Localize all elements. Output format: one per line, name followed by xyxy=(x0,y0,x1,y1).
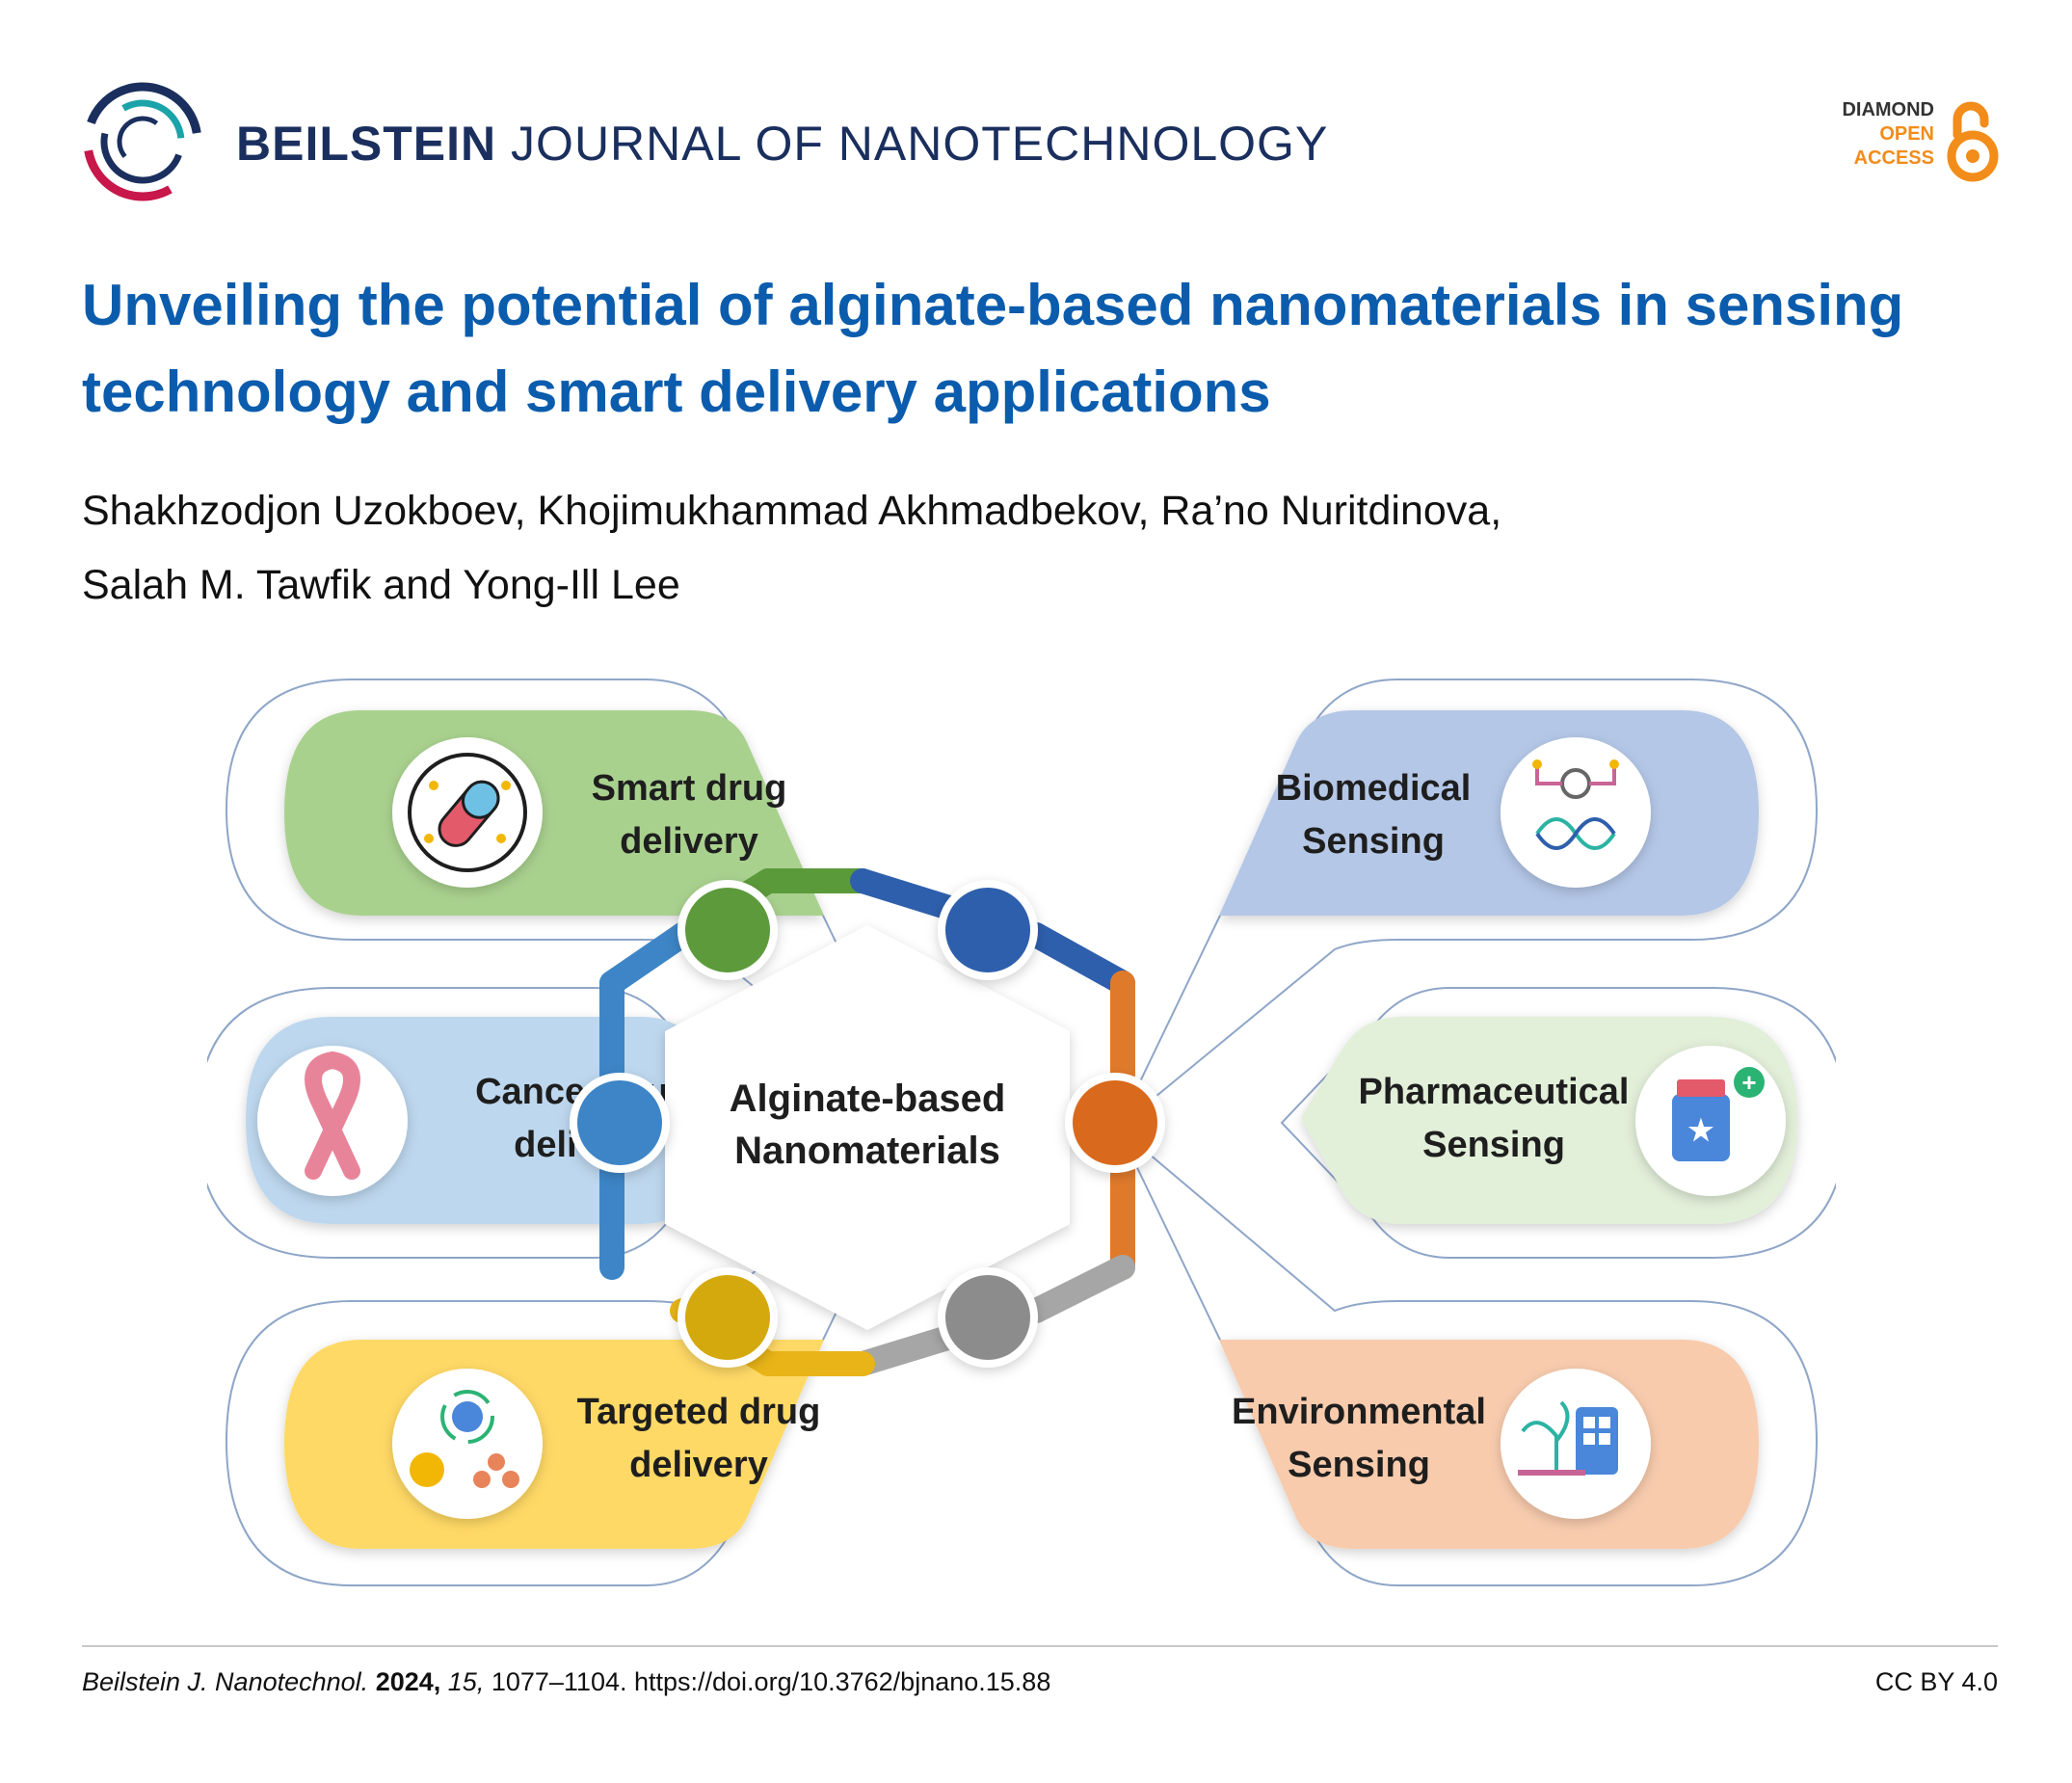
license-label: CC BY 4.0 xyxy=(1874,1667,1998,1696)
citation-volume: 15, xyxy=(447,1667,485,1696)
medicine-bottle-icon: ★ + xyxy=(1672,1067,1765,1161)
svg-text:+: + xyxy=(1741,1068,1756,1097)
node-gray xyxy=(938,1267,1038,1368)
biomedical-label-2: Sensing xyxy=(1302,821,1445,862)
open-access-badge: DIAMOND OPEN ACCESS xyxy=(1817,98,2000,185)
node-green xyxy=(677,880,778,980)
dna-circuit-icon xyxy=(1532,759,1619,850)
node-yellow xyxy=(677,1267,778,1368)
citation-year: 2024, xyxy=(375,1667,441,1696)
svg-text:★: ★ xyxy=(1688,1115,1714,1147)
node-navy xyxy=(938,880,1038,980)
center-hexagon xyxy=(665,925,1070,1330)
targeted-label-1: Targeted drug xyxy=(577,1392,821,1432)
environmental-label-1: Environmental xyxy=(1232,1392,1486,1432)
oa-line2: OPEN xyxy=(1879,123,1934,145)
smart-farm-icon xyxy=(1518,1400,1618,1476)
footer-divider xyxy=(82,1645,1998,1647)
graphical-abstract: Smart drug delivery Biomedical Sensing C… xyxy=(207,679,1836,1586)
biomedical-label-1: Biomedical xyxy=(1276,768,1472,809)
node-blue xyxy=(570,1073,670,1173)
citation: Beilstein J. Nanotechnol. 2024, 15, 1077… xyxy=(82,1667,1050,1697)
beilstein-logo-icon xyxy=(83,82,202,201)
journal-title-bold: BEILSTEIN xyxy=(236,117,497,171)
author-list: Shakhzodjon Uzokboev, Khojimukhammad Akh… xyxy=(82,474,1990,623)
citation-journal: Beilstein J. Nanotechnol. xyxy=(82,1667,369,1696)
ribbon-icon xyxy=(305,1051,360,1180)
targeted-label-2: delivery xyxy=(629,1445,768,1485)
journal-header: BEILSTEIN JOURNAL OF NANOTECHNOLOGY DIAM… xyxy=(82,81,2000,206)
citation-pages-doi[interactable]: 1077–1104. https://doi.org/10.3762/bjnan… xyxy=(491,1667,1051,1696)
journal-title-rest: JOURNAL OF NANOTECHNOLOGY xyxy=(511,117,1329,171)
pharma-label-2: Sensing xyxy=(1422,1125,1565,1165)
targeting-icon xyxy=(410,1390,519,1488)
oa-line3: ACCESS xyxy=(1853,147,1934,169)
smart-label-2: delivery xyxy=(620,821,758,862)
smart-label-1: Smart drug xyxy=(592,768,787,809)
open-access-lock-icon xyxy=(1947,101,1999,182)
center-label-2: Nanomaterials xyxy=(734,1130,1000,1172)
authors-line-1: Shakhzodjon Uzokboev, Khojimukhammad Akh… xyxy=(82,488,1502,534)
article-title: Unveiling the potential of alginate-base… xyxy=(82,273,1904,424)
pharma-label-1: Pharmaceutical xyxy=(1359,1072,1630,1112)
environmental-label-2: Sensing xyxy=(1288,1445,1430,1485)
node-orange xyxy=(1065,1073,1165,1173)
capsule-icon xyxy=(408,753,527,872)
oa-line1: DIAMOND xyxy=(1842,99,1934,120)
authors-line-2: Salah M. Tawfik and Yong-Ill Lee xyxy=(82,562,680,608)
journal-title: BEILSTEIN JOURNAL OF NANOTECHNOLOGY xyxy=(236,116,1328,172)
panel-biomedical-sensing xyxy=(1219,710,1759,916)
center-label-1: Alginate-based xyxy=(730,1078,1006,1120)
